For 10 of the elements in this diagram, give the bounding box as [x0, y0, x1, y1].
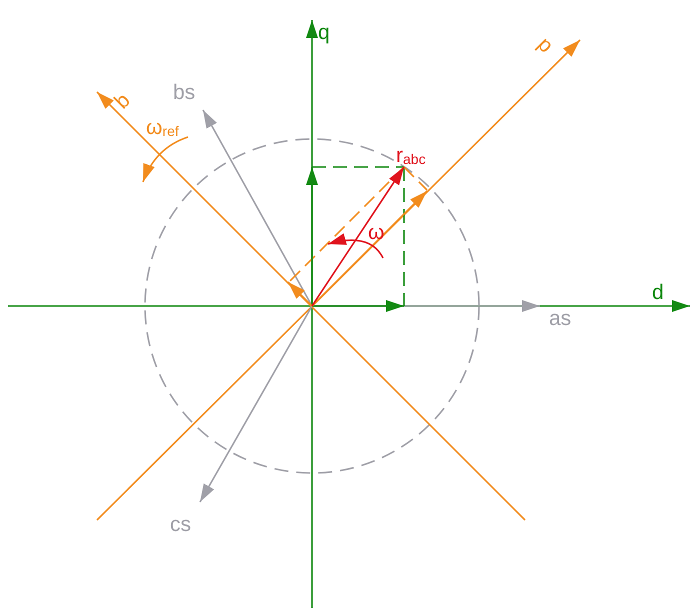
- axis-label: d: [532, 34, 556, 58]
- vector-label: r$_{abc}$: [396, 145, 426, 166]
- angular-speed-label: ω: [368, 222, 384, 243]
- angular-speed-label: ω$_{ref}$: [146, 117, 179, 138]
- axis-label: q: [112, 90, 136, 114]
- axis-label: bs: [173, 82, 196, 103]
- axis-label: d: [652, 282, 664, 303]
- axis-label: as: [549, 308, 572, 329]
- axis-label: q: [318, 22, 330, 43]
- axis-label: cs: [170, 514, 191, 535]
